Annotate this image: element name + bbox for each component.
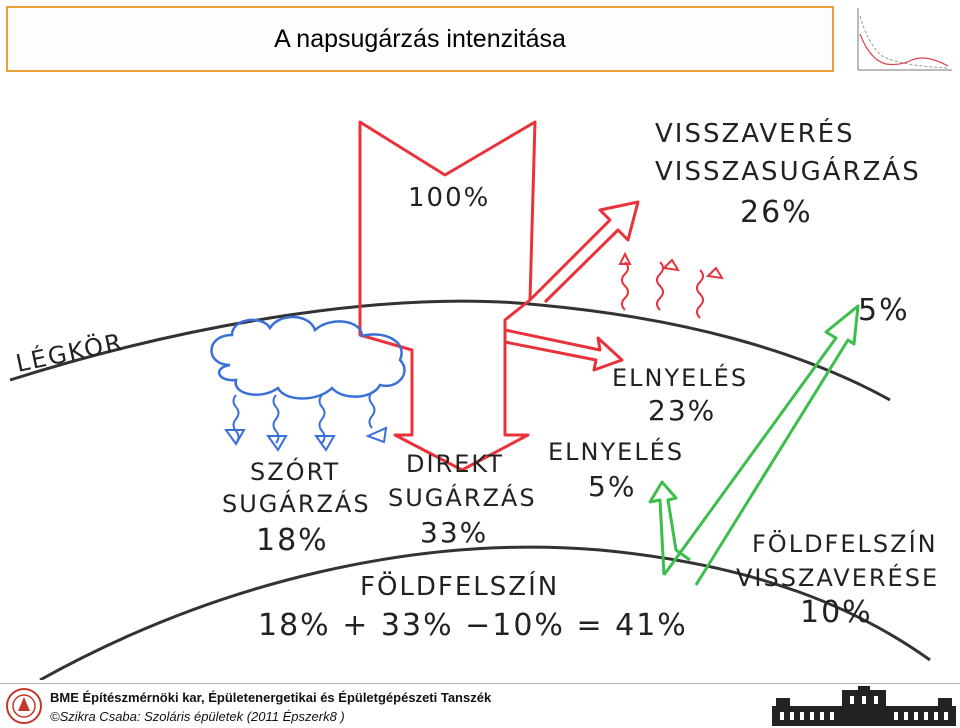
ground-reflect-label-1: FÖLDFELSZÍN [752,529,938,558]
ground-arc [39,545,931,680]
diffuse-value: 18% [256,523,329,558]
cloud-icon [210,315,406,400]
title-box: A napsugárzás intenzitása [6,6,834,72]
reradiation-squiggles [618,251,724,319]
ground-escape-value: 5% [858,293,910,328]
reflection-arrow [528,200,640,304]
bme-logo-icon [6,688,42,724]
page-title: A napsugárzás intenzitása [274,24,566,53]
absorption-atm-value: 23% [648,394,716,427]
absorption-arrow [504,328,624,372]
ground-reflect-value: 10% [800,595,873,630]
diffuse-label-2: SUGÁRZÁS [222,489,371,518]
solar-radiation-diagram: 100% VISSZAVERÉS VISSZASUGÁRZÁS 26% LÉGK… [9,117,939,680]
footer-institution: BME Építészmérnöki kar, Épületenergetika… [50,690,492,705]
diffuse-label-1: SZÓRT [250,456,340,486]
absorption-atm-label: ELNYELÉS [612,363,748,392]
reflection-label-2: VISSZASUGÁRZÁS [655,155,921,187]
ground-reflection-arrow [662,304,860,586]
reflection-label-1: VISSZAVERÉS [655,117,855,149]
thumbnail-chart-icon [852,4,954,76]
incoming-value: 100% [408,183,490,213]
direct-value: 33% [420,516,488,549]
university-building-icon [772,686,956,726]
footer-copyright: ©Szikra Csaba: Szoláris épületek (2011 É… [50,709,345,724]
absorption-ground-label: ELNYELÉS [548,437,684,466]
direct-label-2: SUGÁRZÁS [388,483,537,512]
absorption-ground-value: 5% [588,470,636,503]
footer: BME Építészmérnöki kar, Épületenergetika… [0,683,960,728]
incoming-radiation-arrow [358,120,537,472]
reflection-value: 26% [740,195,813,230]
surface-equation: 18% + 33% −10% = 41% [258,608,688,643]
diffuse-radiation-arrows [224,391,388,452]
direct-label-1: DIREKT [406,450,504,478]
ground-reflect-label-2: VISSZAVERÉSE [736,563,939,592]
surface-label: FÖLDFELSZÍN [360,570,559,602]
atmosphere-arc [9,299,891,402]
ground-absorption-arrow [648,480,691,576]
atmosphere-label: LÉGKÖR [13,327,126,378]
